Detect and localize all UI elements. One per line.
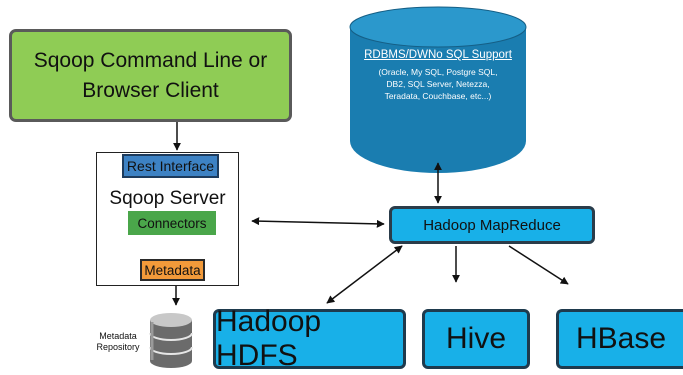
sqoop-server-title: Sqoop Server [109,188,226,209]
hbase-box: HBase [556,309,683,369]
database-cylinder [349,6,527,173]
metadata-repository-icon [149,313,193,368]
database-details: (Oracle, My SQL, Postgre SQL, DB2, SQL S… [358,66,518,102]
database-detail-line: DB2, SQL Server, Netezza, [386,79,490,89]
server-mapreduce-arrow [251,217,385,228]
mapreduce-hbase-arrow [508,245,569,285]
hadoop-hdfs-box: Hadoop HDFS [213,305,406,372]
database-detail-line: Teradata, Couchbase, etc...) [384,91,492,101]
mapreduce-hdfs-arrow [326,245,403,304]
connectors-box: Connectors [128,211,216,235]
client-label-line2: Browser Client [82,78,219,102]
database-title: RDBMS/DWNo SQL Support [364,49,512,61]
metadata-repository-label: Metadata Repository [88,331,148,353]
metadata-box: Metadata [140,259,205,281]
client-label-line1: Sqoop Command Line or [33,48,268,72]
repository-label-line2: Repository [96,342,140,352]
repository-label-line1: Metadata [99,331,137,341]
sqoop-client-box: Sqoop Command Line or Browser Client [9,29,292,122]
rest-interface-box: Rest Interface [122,154,219,178]
hive-box: Hive [422,309,530,369]
hadoop-mapreduce-box: Hadoop MapReduce [389,206,595,244]
database-detail-line: (Oracle, My SQL, Postgre SQL, [378,67,498,77]
